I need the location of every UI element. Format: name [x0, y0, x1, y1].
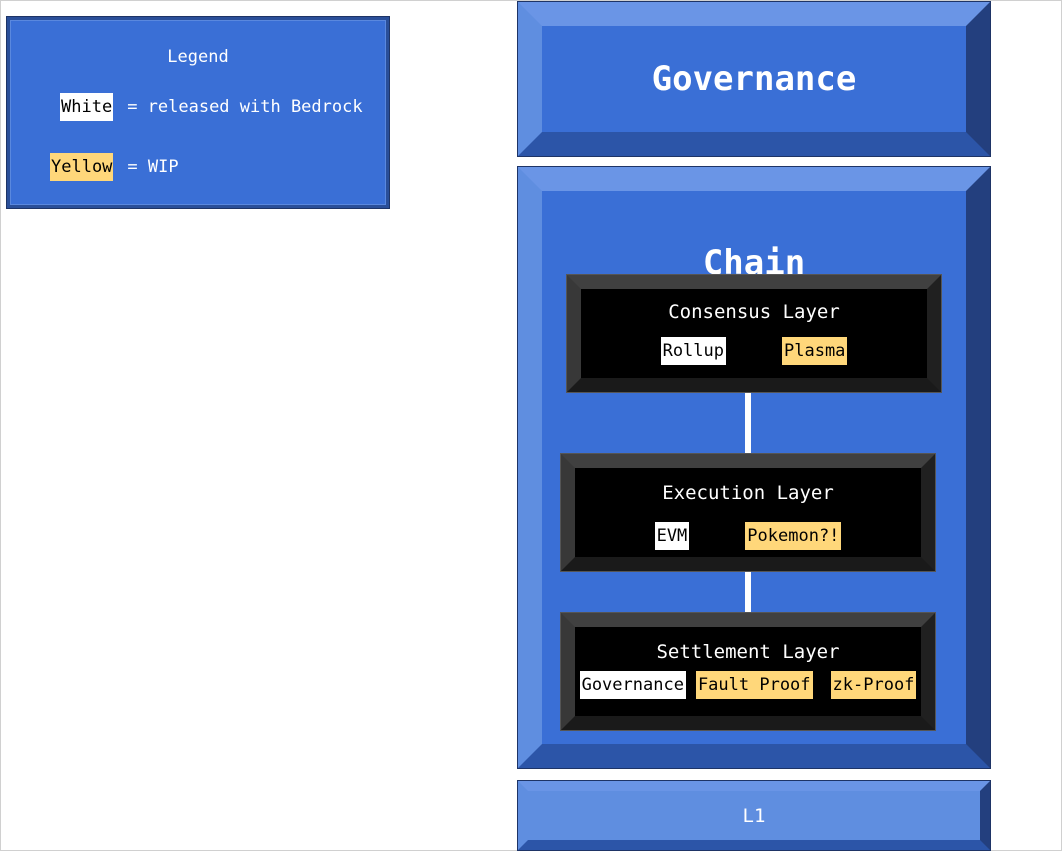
consensus-layer-box: Consensus Layer Rollup Plasma	[566, 274, 942, 393]
legend-desc-wip: = WIP	[127, 157, 179, 177]
l1-box: L1	[517, 780, 991, 851]
governance-title: Governance	[651, 59, 857, 99]
tag-rollup: Rollup	[660, 337, 726, 365]
tag-plasma: Plasma	[782, 337, 848, 365]
legend-swatch-yellow: Yellow	[50, 153, 114, 181]
l1-title: L1	[742, 804, 766, 827]
legend-desc-released: = released with Bedrock	[127, 97, 363, 117]
legend-row-released: White = released with Bedrock	[60, 93, 363, 121]
legend-swatch-white: White	[60, 93, 114, 121]
tag-pokemon: Pokemon?!	[745, 522, 842, 550]
connector-execution-settlement	[745, 571, 751, 613]
legend-row-wip: Yellow = WIP	[50, 153, 179, 181]
legend-title: Legend	[167, 47, 229, 67]
tag-zk-proof: zk-Proof	[830, 671, 917, 699]
settlement-layer-title: Settlement Layer	[656, 641, 840, 663]
legend-box: Legend White = released with Bedrock Yel…	[7, 17, 389, 208]
execution-layer-title: Execution Layer	[662, 482, 834, 504]
settlement-layer-box: Settlement Layer Governance Fault Proof …	[560, 612, 936, 731]
consensus-layer-title: Consensus Layer	[668, 301, 840, 323]
governance-box: Governance	[517, 1, 991, 157]
execution-layer-box: Execution Layer EVM Pokemon?!	[560, 453, 936, 572]
tag-evm: EVM	[654, 522, 690, 550]
tag-governance: Governance	[579, 671, 686, 699]
tag-fault-proof: Fault Proof	[695, 671, 813, 699]
connector-consensus-execution	[745, 392, 751, 454]
